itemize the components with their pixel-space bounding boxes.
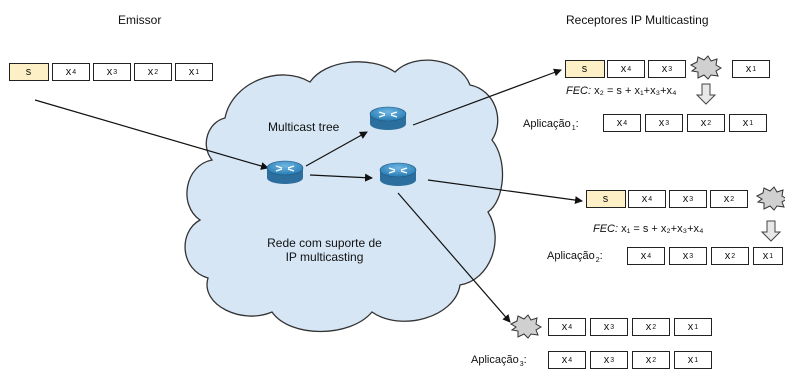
network-label-line2: IP multicasting (285, 250, 364, 264)
arrow-to-receiver1 (412, 68, 562, 126)
receiver2-packet: s (586, 190, 626, 208)
emitter-title: Emissor (118, 13, 162, 27)
router-icon (369, 106, 407, 130)
network-label-line1: Rede com suporte de (267, 236, 382, 250)
packet-loss-burst-icon (689, 55, 722, 80)
receiver3-app-label: Aplicação3: (471, 354, 527, 368)
emitter-packet: s (9, 63, 49, 81)
receivers-title: Receptores IP Multicasting (566, 13, 709, 27)
packet-loss-burst-icon (509, 314, 542, 339)
network-label: Rede com suporte de IP multicasting (262, 236, 387, 264)
down-arrow-icon (695, 83, 717, 105)
router-icon (379, 162, 417, 186)
down-arrow-icon (760, 220, 782, 242)
arrow-to-receiver3 (397, 192, 511, 323)
receiver2-app-label: Aplicação2: (547, 250, 603, 264)
receiver2-fec: FEC: x₁ = s + x₂+x₃+x₄ (593, 223, 704, 235)
arrow-router-to-top-router (305, 131, 368, 167)
arrow-emitter-to-router (34, 99, 269, 170)
network-cloud (184, 59, 504, 333)
router-icon (266, 160, 304, 184)
multicast-tree-label: Multicast tree (268, 120, 340, 134)
arrow-router-to-bottom-router (309, 173, 373, 182)
receiver1-fec: FEC: x₂ = s + x₁+x₃+x₄ (566, 85, 677, 97)
packet-loss-burst-icon (755, 186, 785, 211)
receiver1-app-label: Aplicação1: (523, 118, 579, 132)
receiver1-packet: s (565, 60, 605, 78)
arrow-to-receiver2 (427, 179, 583, 205)
